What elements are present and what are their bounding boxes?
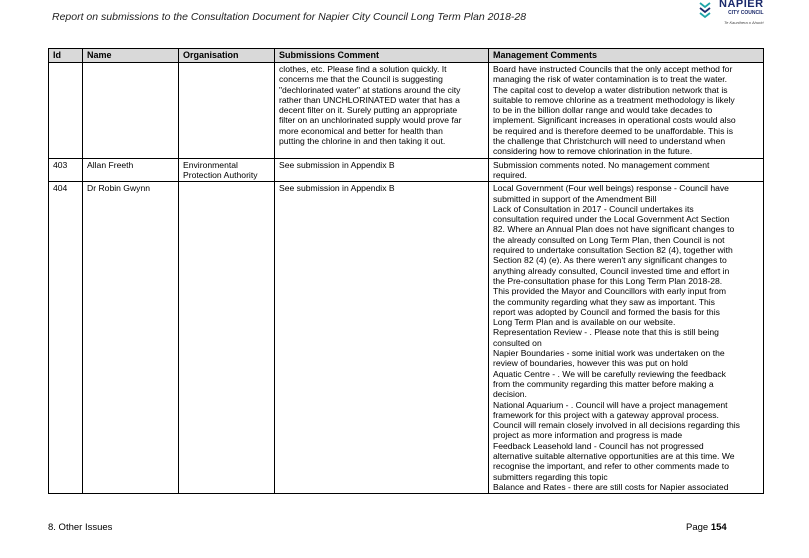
cell-management-text: Local Government (Four well beings) resp… — [493, 183, 740, 492]
logo-text: NAPIER CITY COUNCIL Te Kaunihera o Ahuri… — [719, 0, 764, 27]
cell-management-text: Submission comments noted. No management… — [493, 159, 710, 180]
footer-page-number: Page 154 — [686, 522, 727, 533]
footer-section-label: 8. Other Issues — [48, 522, 113, 533]
table-row: clothes, etc. Please find a solution qui… — [48, 62, 764, 159]
cell-submission-text: See submission in Appendix B — [279, 183, 395, 194]
cell-submission-text: See submission in Appendix B — [279, 159, 395, 170]
logo-sub: CITY COUNCIL — [728, 10, 764, 16]
cell-name: Allan Freeth — [82, 157, 179, 183]
cell-management: Board have instructed Councils that the … — [488, 62, 764, 159]
col-header-management-comments: Management Comments — [488, 48, 764, 63]
table-row: 404 Dr Robin Gwynn See submission in App… — [48, 181, 764, 495]
footer-page-label: Page — [686, 522, 709, 533]
cell-management-text: Board have instructed Councils that the … — [493, 64, 736, 157]
logo-name: NAPIER — [719, 0, 764, 10]
cell-name-text: Allan Freeth — [87, 159, 134, 170]
cell-id-text: 403 — [53, 159, 68, 170]
cell-id: 404 — [48, 181, 83, 495]
table-header-row: Id Name Organisation Submissions Comment… — [48, 48, 764, 63]
report-header-title: Report on submissions to the Consultatio… — [52, 11, 527, 23]
cell-name: Dr Robin Gwynn — [82, 181, 179, 495]
footer-page-value: 154 — [710, 522, 727, 533]
cell-organisation-text: Environmental Protection Authority — [183, 159, 258, 180]
cell-name — [82, 62, 179, 159]
cell-submission: See submission in Appendix B — [274, 157, 489, 183]
cell-id-text: 404 — [53, 183, 68, 194]
cell-submission-text: clothes, etc. Please find a solution qui… — [279, 64, 462, 147]
cell-id — [48, 62, 83, 159]
col-header-submissions-comment: Submissions Comment — [274, 48, 489, 63]
col-header-organisation: Organisation — [178, 48, 275, 63]
cell-management: Submission comments noted. No management… — [488, 157, 764, 183]
cell-submission: See submission in Appendix B — [274, 181, 489, 495]
cell-organisation: Environmental Protection Authority — [178, 157, 275, 183]
col-header-id: Id — [48, 48, 83, 63]
submissions-table: Id Name Organisation Submissions Comment… — [48, 48, 764, 495]
table-row: 403 Allan Freeth Environmental Protectio… — [48, 157, 764, 183]
col-header-name: Name — [82, 48, 179, 63]
cell-submission: clothes, etc. Please find a solution qui… — [274, 62, 489, 159]
cell-name-text: Dr Robin Gwynn — [87, 183, 151, 194]
cell-management: Local Government (Four well beings) resp… — [488, 181, 764, 495]
cell-organisation — [178, 181, 275, 495]
cell-id: 403 — [48, 157, 83, 183]
cell-organisation — [178, 62, 275, 159]
logo-tagline: Te Kaunihera o Ahuriri — [724, 20, 764, 25]
napier-logo-icon — [699, 2, 711, 19]
